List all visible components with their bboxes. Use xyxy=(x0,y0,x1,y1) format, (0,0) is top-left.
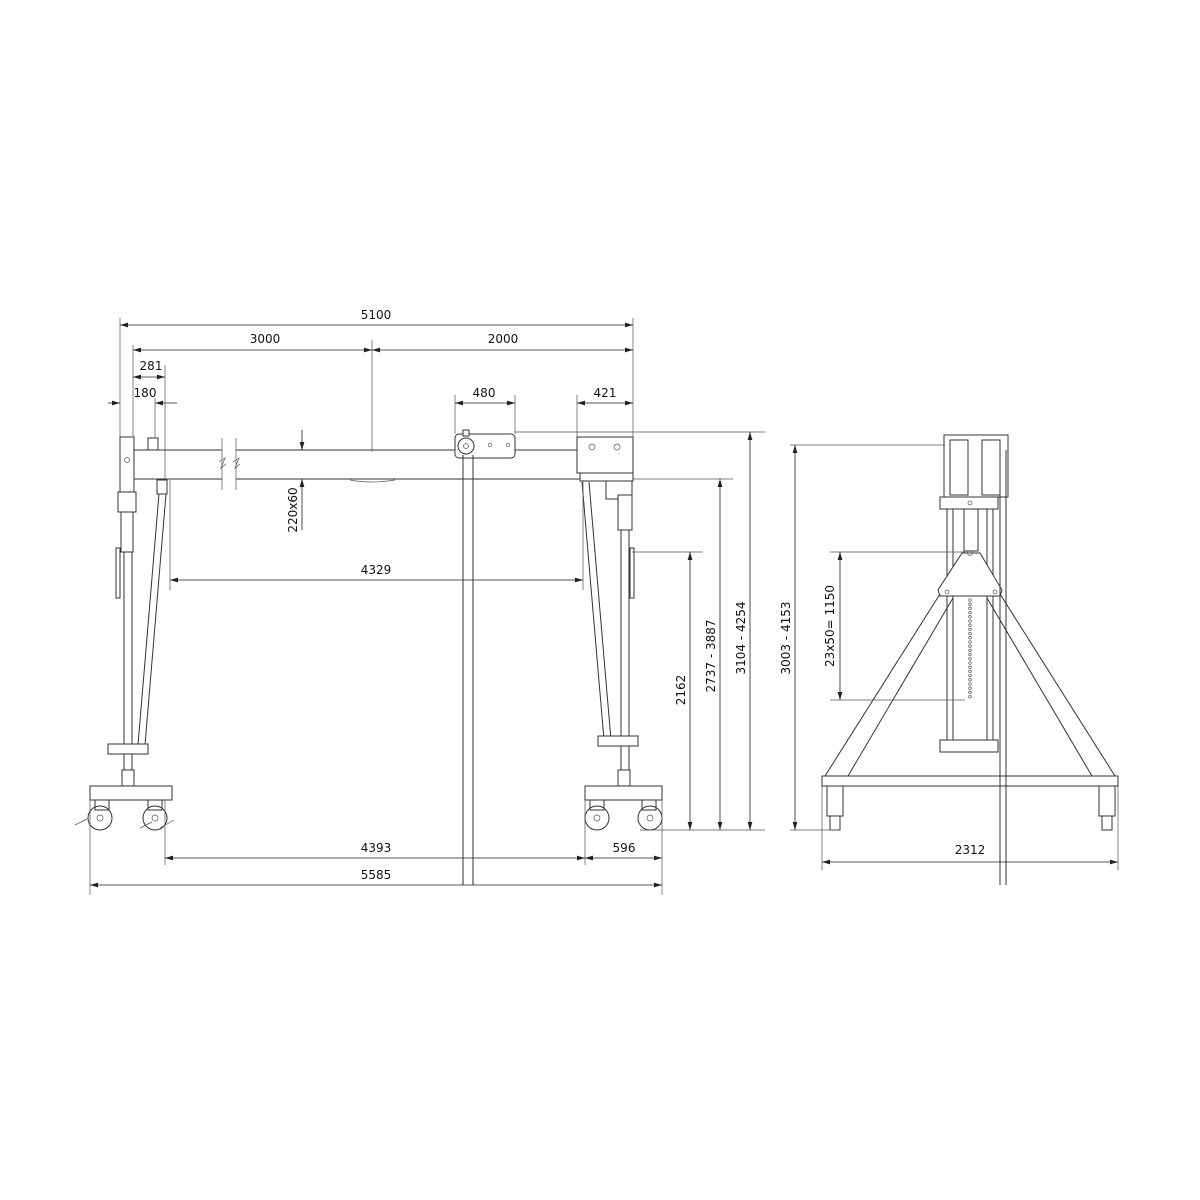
adjustment-hole xyxy=(968,598,972,602)
adjustment-hole xyxy=(968,644,972,648)
right-wheels xyxy=(584,785,663,831)
trolley xyxy=(454,429,516,885)
side-triangle-plate xyxy=(937,550,1003,597)
side-a-frame-legs xyxy=(824,593,1116,777)
dim-3000: 3000 xyxy=(250,332,281,346)
adjustment-hole xyxy=(968,648,972,653)
right-end-carriage xyxy=(576,436,634,500)
dim-23x50-1150: 23x50= 1150 xyxy=(823,585,837,667)
dim-5100: 5100 xyxy=(361,308,392,322)
dim-2737-3887: 2737 - 3887 xyxy=(704,619,718,692)
adjustment-hole xyxy=(968,610,972,615)
main-beam xyxy=(119,436,633,496)
adjustment-hole xyxy=(968,686,972,690)
dim-3003-4153: 3003 - 4153 xyxy=(779,601,793,674)
left-wheels xyxy=(74,785,175,831)
dimension-lines xyxy=(89,318,1119,895)
right-leg xyxy=(581,481,639,787)
adjustment-hole xyxy=(968,615,972,619)
adjustment-hole xyxy=(968,673,972,678)
adjustment-hole xyxy=(968,669,972,674)
adjustment-hole xyxy=(968,652,972,657)
dim-281: 281 xyxy=(140,359,163,373)
dim-5585: 5585 xyxy=(361,868,392,882)
adjustment-hole xyxy=(968,678,972,682)
side-hole-column xyxy=(968,598,972,699)
adjustment-hole xyxy=(968,661,972,665)
adjustment-hole xyxy=(968,665,972,669)
dim-421: 421 xyxy=(594,386,617,400)
adjustment-hole xyxy=(968,606,972,611)
adjustment-hole xyxy=(968,627,972,632)
front-view xyxy=(74,429,663,885)
side-top-unit xyxy=(939,434,1009,510)
dim-2000: 2000 xyxy=(488,332,519,346)
adjustment-hole xyxy=(968,636,972,640)
dim-4393: 4393 xyxy=(361,841,392,855)
dim-180: 180 xyxy=(134,386,157,400)
adjustment-hole xyxy=(968,694,972,699)
side-chain xyxy=(999,450,1007,885)
adjustment-hole xyxy=(968,682,972,686)
side-wheels xyxy=(826,785,1116,831)
adjustment-hole xyxy=(968,619,972,623)
adjustment-hole xyxy=(968,623,972,627)
side-view xyxy=(821,434,1119,885)
adjustment-hole xyxy=(968,640,972,644)
dim-2162: 2162 xyxy=(674,675,688,706)
dim-480: 480 xyxy=(473,386,496,400)
side-base-beam xyxy=(821,775,1119,787)
left-leg xyxy=(107,479,168,787)
dim-596: 596 xyxy=(613,841,636,855)
dim-3104-4254: 3104 - 4254 xyxy=(734,601,748,674)
dimension-labels: 5100 3000 2000 281 180 480 421 220x60 43… xyxy=(134,308,986,882)
dim-4329: 4329 xyxy=(361,563,392,577)
side-column xyxy=(939,508,999,753)
adjustment-hole xyxy=(968,631,972,636)
adjustment-hole xyxy=(968,657,972,661)
dim-2312: 2312 xyxy=(955,843,986,857)
adjustment-hole xyxy=(968,690,972,695)
dim-220x60: 220x60 xyxy=(286,487,300,532)
adjustment-hole xyxy=(968,602,972,606)
